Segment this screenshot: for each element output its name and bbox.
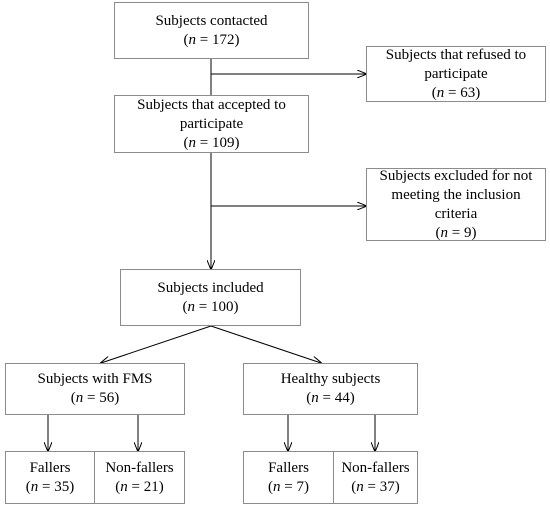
- box-count: (n = 109): [183, 134, 240, 151]
- box-title-line-2: participate: [179, 115, 244, 132]
- box-fms-nonfallers: Non-fallers (n = 21): [94, 451, 185, 504]
- box-title: Non-fallers: [341, 459, 410, 476]
- box-count: (n = 56): [70, 390, 120, 406]
- box-count: (n = 7): [268, 478, 309, 495]
- box-title-line-1: Subjects that refused to: [385, 46, 527, 63]
- box-healthy-nonfallers: Non-fallers (n = 37): [333, 451, 418, 504]
- box-count: (n = 63): [431, 84, 481, 101]
- box-count: (n = 100): [182, 298, 239, 315]
- box-title-line-1: Subjects excluded for not: [379, 167, 533, 184]
- arrow-to-healthy: [210, 325, 321, 363]
- box-count: (n = 35): [25, 478, 75, 495]
- box-title: Subjects with FMS: [37, 371, 153, 387]
- box-title: Subjects included: [157, 279, 264, 296]
- box-title-line-1: Subjects that accepted to: [137, 96, 286, 113]
- arrow-to-fms: [101, 325, 212, 363]
- box-subjects-contacted: Subjects contacted (n = 172): [114, 2, 309, 59]
- box-title-line-3: criteria: [434, 205, 478, 222]
- box-title: Subjects contacted: [155, 12, 268, 29]
- box-subjects-included: Subjects included (n = 100): [120, 269, 301, 326]
- box-count: (n = 44): [306, 390, 355, 406]
- box-subjects-accepted: Subjects that accepted to participate (n…: [114, 95, 309, 153]
- box-subjects-refused: Subjects that refused to participate (n …: [366, 46, 546, 102]
- box-title: Healthy subjects: [280, 371, 381, 387]
- box-title: Fallers: [268, 459, 309, 476]
- box-count: (n = 37): [351, 478, 400, 495]
- box-count: (n = 21): [115, 478, 164, 495]
- box-fms-fallers: Fallers (n = 35): [5, 451, 95, 504]
- box-healthy-fallers: Fallers (n = 7): [243, 451, 334, 504]
- box-subjects-fms: Subjects with FMS (n = 56): [5, 363, 185, 415]
- box-count: (n = 172): [183, 31, 240, 48]
- box-subjects-excluded: Subjects excluded for not meeting the in…: [366, 168, 546, 241]
- box-title: Non-fallers: [105, 459, 174, 476]
- box-title-line-2: meeting the inclusion: [391, 186, 521, 203]
- box-title: Fallers: [29, 459, 71, 476]
- box-title-line-2: participate: [424, 65, 488, 82]
- box-count: (n = 9): [435, 224, 477, 241]
- box-healthy-subjects: Healthy subjects (n = 44): [243, 363, 418, 415]
